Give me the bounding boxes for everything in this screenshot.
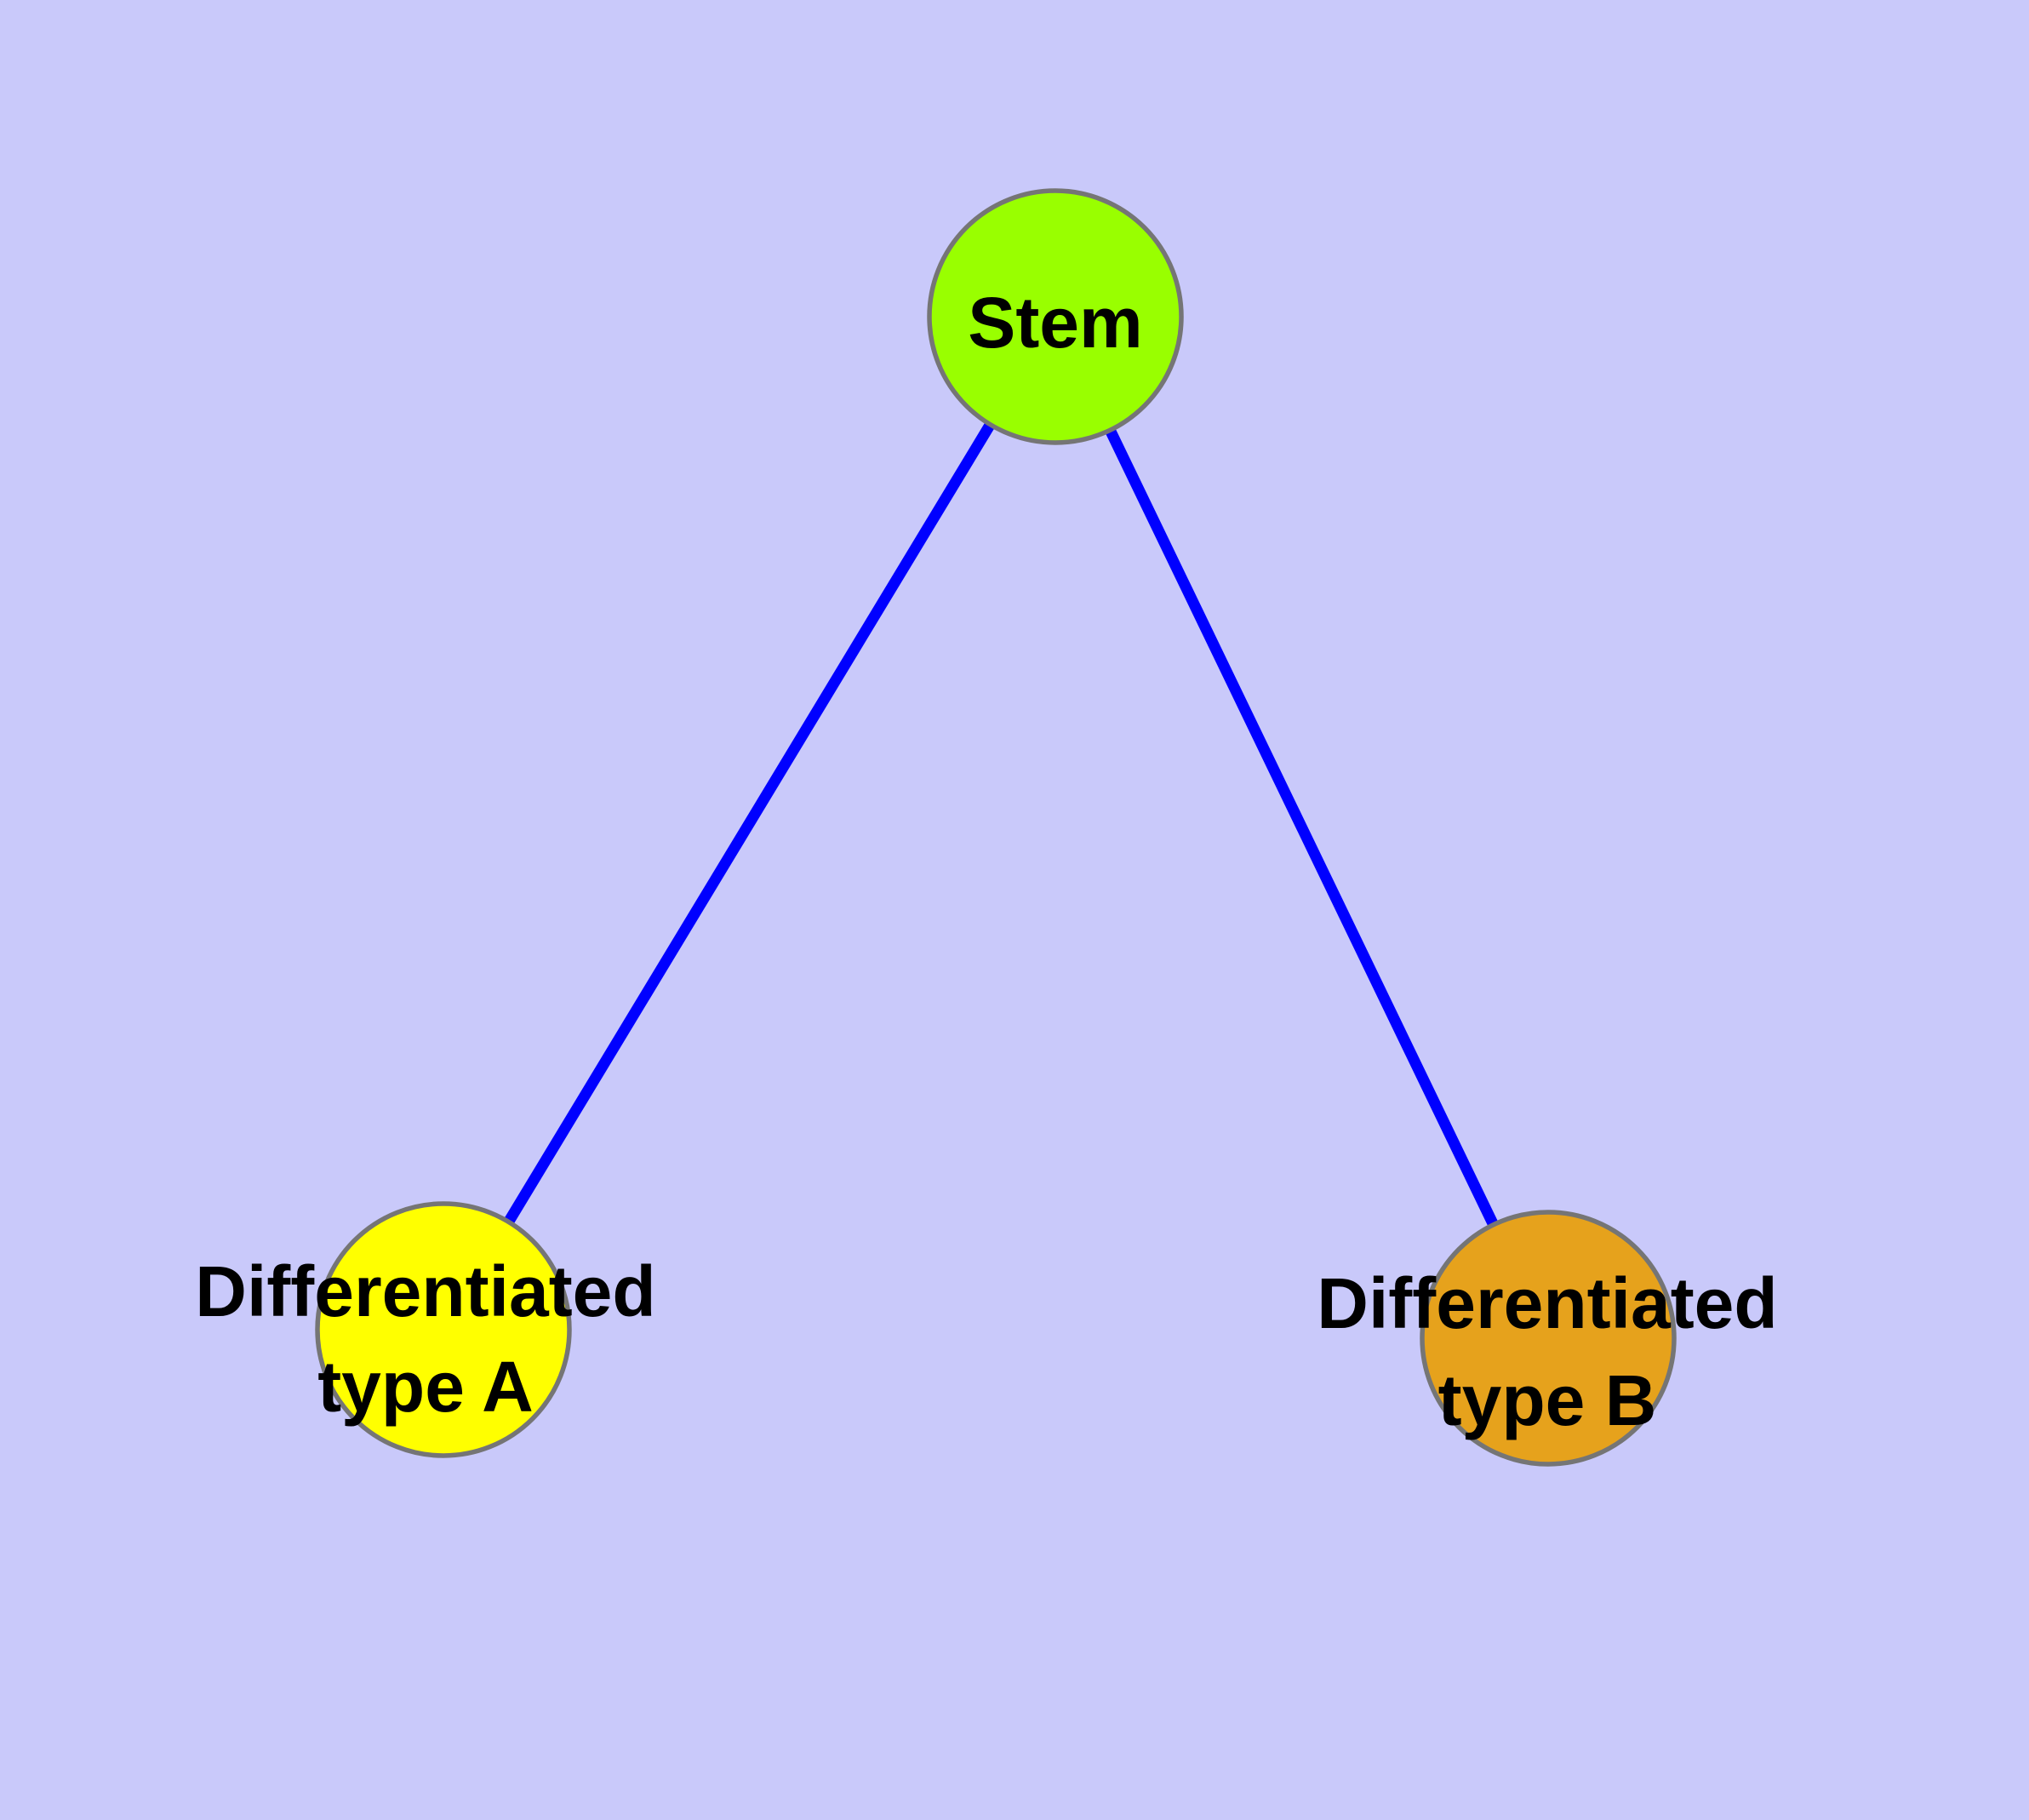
- node-differentiated-type-a: [315, 1201, 572, 1458]
- node-type-b-label-line2: type B: [1438, 1360, 1657, 1440]
- edge-stem-to-type-b: [1050, 314, 1553, 1341]
- node-type-a-label-line2: type A: [317, 1347, 534, 1427]
- node-stem: [927, 188, 1184, 445]
- edge-stem-to-type-a: [438, 313, 1060, 1333]
- node-differentiated-type-b: [1420, 1210, 1677, 1467]
- node-type-a-label-line1: Differentiated: [195, 1251, 655, 1331]
- node-type-b-label-line1: Differentiated: [1317, 1263, 1777, 1343]
- node-stem-label: Stem: [968, 283, 1142, 363]
